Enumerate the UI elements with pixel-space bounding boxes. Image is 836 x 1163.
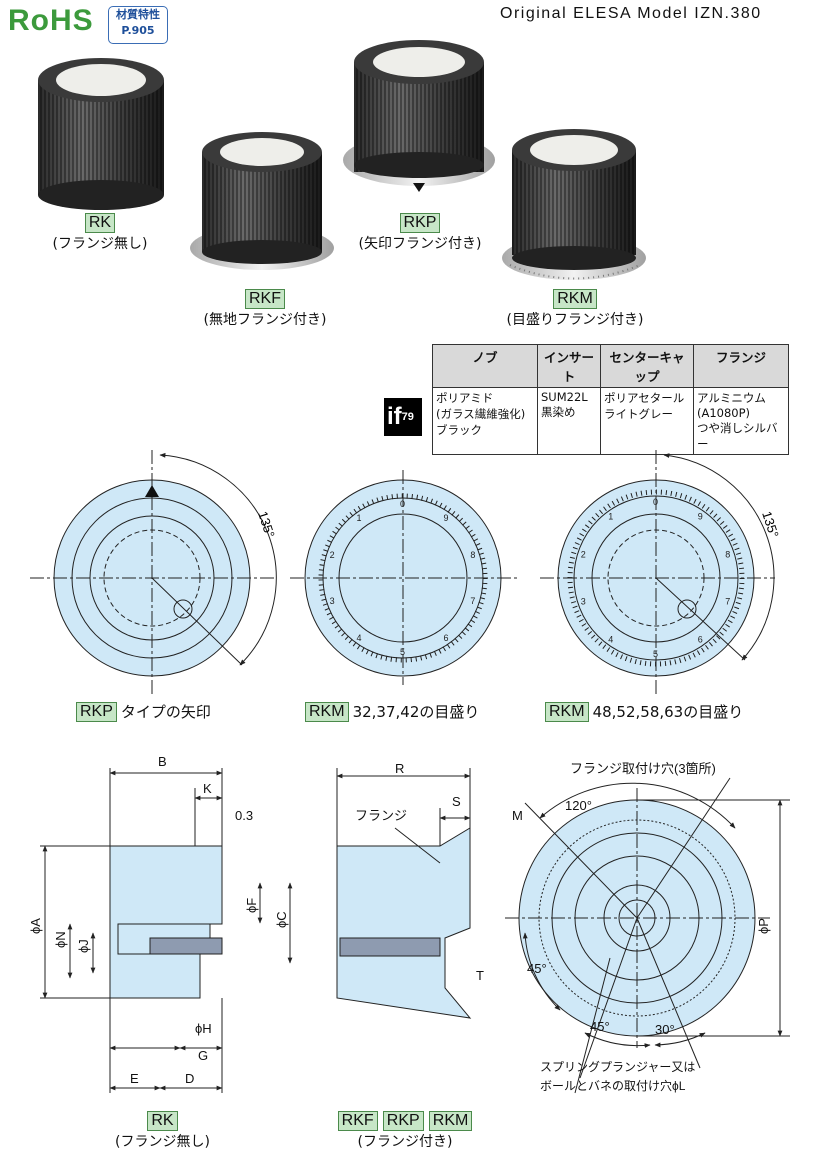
dial-number: 1 [608, 512, 613, 522]
knob-rkf-image [190, 132, 334, 270]
dim-phi-h: ϕH [195, 1021, 212, 1036]
dial-number: 5 [653, 649, 658, 659]
dial-number: 0 [400, 499, 405, 509]
rohs-logo: RoHS [8, 4, 94, 37]
dim-t: T [476, 968, 484, 983]
dim-phi-j: ϕJ [76, 939, 91, 953]
angle-30: 30° [655, 1022, 675, 1037]
angle-45-bottom: 45° [590, 1019, 610, 1034]
product-photos [38, 40, 646, 280]
material-table: ノブ インサート センターキャップ フランジ ポリアミド(ガラス繊維強化)ブラッ… [432, 344, 789, 455]
knob-rkm-image [502, 129, 646, 280]
dim-phi-n: ϕN [53, 931, 68, 948]
dial-number: 3 [581, 597, 586, 607]
dial-number: 6 [444, 633, 449, 643]
caption-rk-section: RK (フランジ無し) [115, 1111, 210, 1150]
dial-number: 8 [470, 550, 475, 560]
model-title: Original ELESA Model IZN.380 [500, 5, 762, 22]
dial-number: 1 [357, 513, 362, 523]
dim-k: K [203, 781, 212, 796]
dial-number: 2 [330, 550, 335, 560]
dial-number: 4 [608, 635, 613, 645]
dim-e: E [130, 1071, 139, 1086]
angle-label: 135° [255, 509, 278, 539]
table-cell: ポリアミド(ガラス繊維強化)ブラック [432, 387, 538, 455]
dial-number: 9 [698, 512, 703, 522]
section-rk [40, 768, 293, 1093]
section-drawings: B K 0.3 ϕA ϕN ϕJ ϕF ϕC ϕH G E D R S T フラ… [28, 754, 790, 1094]
product-desc: (フランジ無し) [52, 236, 148, 252]
product-rkf: RKF (無地フランジ付き) [195, 288, 335, 329]
angle-45-left: 45° [527, 961, 547, 976]
dim-s: S [452, 794, 461, 809]
dim-m: M [512, 808, 523, 823]
top-view-rkm-large [540, 450, 775, 695]
product-code: RKP [399, 213, 441, 233]
product-desc: (矢印フランジ付き) [358, 236, 482, 252]
product-code: RK [84, 213, 116, 233]
dim-phi-f: ϕF [244, 898, 259, 913]
if-design-award-icon: if79 [384, 398, 422, 436]
caption-flange-section: RKF RKP RKM (フランジ付き) [335, 1110, 475, 1151]
dim-phi-p: ϕP [756, 918, 771, 934]
angle-120: 120° [565, 798, 592, 813]
dial-number: 7 [725, 597, 730, 607]
material-reference-page: P.905 [121, 24, 155, 37]
knob-rkp-image [343, 40, 495, 192]
table-header: ノブ [432, 344, 538, 388]
dial-number: 8 [725, 550, 730, 560]
dial-number: 9 [444, 513, 449, 523]
dim-g: G [198, 1048, 208, 1063]
dial-number: 2 [581, 550, 586, 560]
spring-note-line2: ボールとバネの取付け穴ϕL [540, 1078, 686, 1093]
product-rk: RK (フランジ無し) [40, 212, 160, 253]
dial-number: 4 [357, 633, 362, 643]
top-view-rkp [30, 450, 277, 695]
dial-number: 3 [330, 596, 335, 606]
material-reference-label: 材質特性 [116, 8, 160, 21]
product-code: RKM [553, 289, 597, 309]
top-view-rkm-small [290, 470, 517, 685]
table-header: フランジ [693, 344, 789, 388]
product-rkp: RKP (矢印フランジ付き) [350, 212, 490, 253]
product-desc: (無地フランジ付き) [203, 312, 327, 328]
dial-number: 7 [470, 596, 475, 606]
dim-r: R [395, 761, 404, 776]
spring-note-line1: スプリングプランジャー又は [540, 1060, 695, 1074]
dim-0-3: 0.3 [235, 808, 253, 823]
table-cell: ポリアセタールライトグレー [600, 387, 694, 455]
section-rkf [336, 768, 472, 1019]
flange-label: フランジ [355, 808, 407, 823]
flange-hole-label: フランジ取付け穴(3箇所) [570, 761, 716, 776]
section-bottom-view [505, 777, 790, 1094]
dim-b: B [158, 754, 167, 769]
dim-phi-a: ϕA [28, 918, 43, 934]
knob-rk-image [38, 58, 164, 210]
dial-number: 5 [400, 647, 405, 657]
product-code: RKF [245, 289, 285, 309]
dim-d: D [185, 1071, 194, 1086]
product-rkm: RKM (目盛りフランジ付き) [500, 288, 650, 329]
dim-phi-c: ϕC [274, 911, 289, 928]
material-reference-box[interactable]: 材質特性 P.905 [108, 6, 168, 44]
table-header: インサート [537, 344, 601, 388]
dial-number: 6 [698, 635, 703, 645]
table-header: センターキャップ [600, 344, 694, 388]
dial-number: 0 [653, 497, 658, 507]
arrow-marker-icon [145, 485, 159, 497]
product-desc: (目盛りフランジ付き) [506, 312, 644, 328]
